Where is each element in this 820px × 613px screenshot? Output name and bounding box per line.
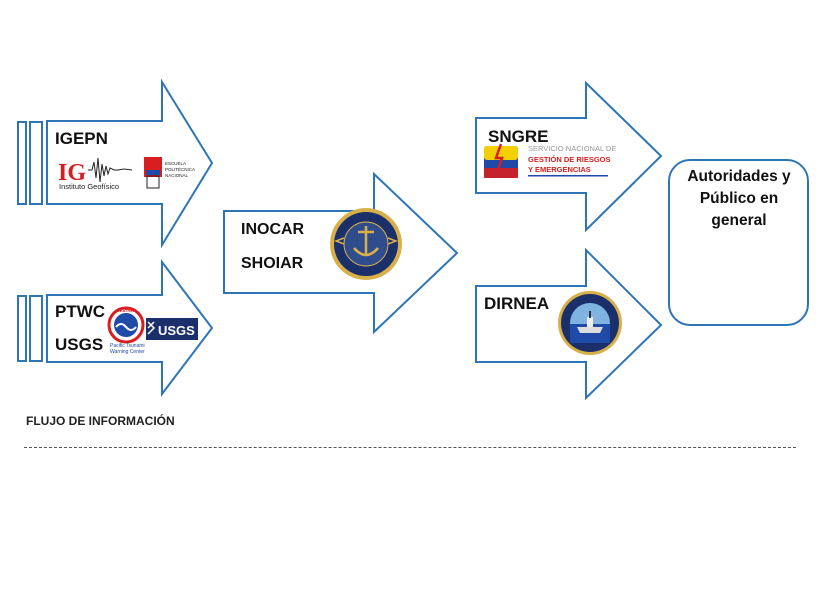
navy-seal-icon	[330, 208, 402, 280]
ptwc-caption-2: Warning Center	[110, 349, 145, 355]
sngre-line-3: Y EMERGENCIAS	[528, 165, 591, 174]
epn-logo-icon: ESCUELA POLITÉCNICA NACIONAL	[144, 157, 195, 189]
ig-caption: Instituto Geofísico	[59, 182, 119, 191]
usgs-logo-text: USGS	[158, 323, 195, 338]
armada-seal-icon	[558, 291, 622, 355]
ptwc-seal-icon: WEATHER Pacific Tsunami Warning Center	[107, 306, 145, 355]
epn-line-3: NACIONAL	[165, 173, 189, 178]
destination-box	[668, 159, 809, 326]
ig-logo-text: IG	[58, 160, 86, 186]
sngre-line-1: SERVICIO NACIONAL DE	[528, 144, 616, 153]
sngre-line-2: GESTIÓN DE RIESGOS	[528, 155, 611, 164]
arrow-sngre	[475, 80, 663, 233]
epn-line-1: ESCUELA	[165, 161, 186, 166]
arrow-igepn	[17, 78, 214, 249]
usgs-label: USGS	[55, 335, 103, 354]
dashed-divider	[24, 447, 796, 448]
epn-line-2: POLITÉCNICA	[165, 166, 195, 172]
dirnea-label: DIRNEA	[484, 294, 549, 313]
flow-caption: FLUJO DE INFORMACIÓN	[26, 414, 175, 428]
inocar-label: INOCAR	[241, 221, 305, 238]
ptwc-caption-1: Pacific Tsunami	[110, 343, 145, 349]
sngre-logo-icon: SERVICIO NACIONAL DE GESTIÓN DE RIESGOS …	[484, 143, 616, 178]
destination-title: Autoridades y Público en general	[687, 168, 791, 229]
usgs-logo-icon: USGS	[146, 318, 198, 340]
ig-logo-icon: IG Instituto Geofísico	[58, 157, 133, 191]
sngre-label: SNGRE	[488, 127, 548, 146]
igepn-label: IGEPN	[55, 129, 108, 148]
shoiar-label: SHOIAR	[241, 255, 304, 272]
ptwc-ring-text: WEATHER	[116, 308, 136, 313]
ptwc-label: PTWC	[55, 302, 105, 321]
